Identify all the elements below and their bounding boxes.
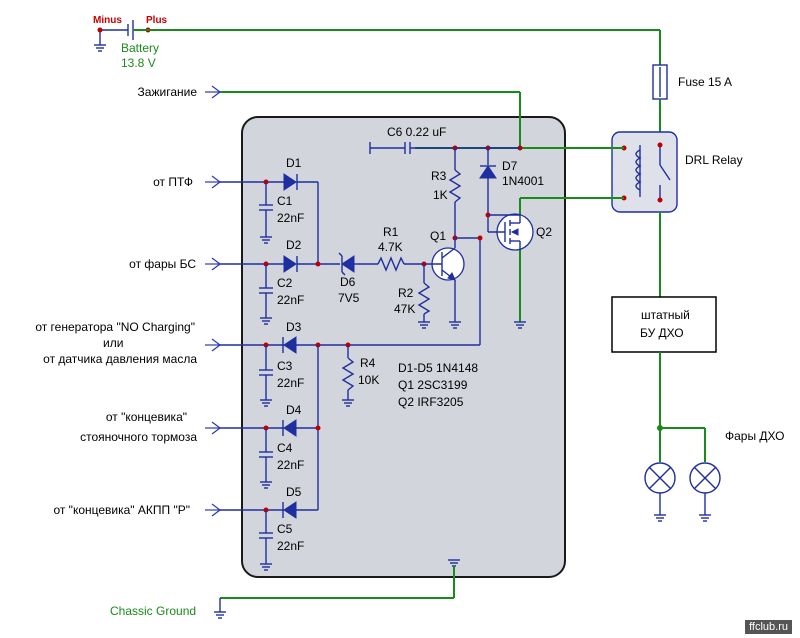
c4-label: C4 (277, 441, 293, 455)
diode-d4 (282, 419, 318, 437)
c5-value: 22nF (277, 539, 304, 553)
capacitor-c5 (259, 510, 273, 571)
lamp-icon (644, 462, 676, 522)
battery-voltage: 13.8 V (121, 56, 156, 70)
relay-coil-icon (621, 142, 671, 203)
transistor-q1 (421, 238, 465, 322)
parts-list-line3: Q2 IRF3205 (398, 395, 464, 409)
ptf-label: от ПТФ (153, 175, 193, 189)
capacitor-c2 (259, 264, 273, 325)
r1-label: R1 (383, 225, 399, 239)
d1-label: D1 (286, 156, 302, 170)
parts-list-line2: Q1 2SC3199 (398, 378, 468, 392)
d2-label: D2 (286, 238, 302, 252)
charging-input-arrow (205, 338, 221, 352)
ground-symbol (514, 321, 526, 329)
ptf-input-arrow (205, 175, 221, 189)
c3-value: 22nF (277, 376, 304, 390)
c6-label: C6 0.22 uF (387, 125, 446, 139)
headlights-label: от фары БС (129, 257, 196, 271)
drl-unit-line2: БУ ДХО (640, 326, 684, 340)
c1-label: C1 (277, 194, 293, 208)
battery-plus-label: Plus (146, 15, 168, 26)
d5-label: D5 (286, 485, 302, 499)
battery-symbol (94, 20, 151, 52)
akpp-input-arrow (205, 503, 221, 517)
r3-label: R3 (431, 169, 447, 183)
d6-value: 7V5 (338, 291, 360, 305)
r3-value: 1K (433, 188, 448, 202)
d4-label: D4 (286, 403, 302, 417)
watermark: ffclub.ru (745, 620, 792, 634)
capacitor-c4 (259, 428, 273, 489)
capacitor-c3 (259, 345, 273, 407)
charging-label-2: или (103, 336, 123, 350)
charging-label-1: от генератора "NO Charging" (35, 320, 195, 334)
lamps-label: Фары ДХО (725, 429, 785, 443)
q2-label: Q2 (536, 225, 552, 239)
headlight-input-arrow (205, 257, 221, 271)
resistor-r1 (358, 256, 424, 272)
c4-value: 22nF (277, 458, 304, 472)
mosfet-q2 (485, 212, 534, 251)
parts-list-line1: D1-D5 1N4148 (398, 361, 478, 375)
ignition-input-arrow (205, 85, 221, 99)
diode-d5 (282, 501, 318, 519)
drl-relay (611, 131, 678, 213)
diode-d1 (283, 173, 318, 191)
c5-label: C5 (277, 522, 293, 536)
ground-symbol (449, 321, 461, 329)
circuit-board (241, 116, 566, 578)
capacitor-c1 (259, 182, 273, 244)
diode-d2 (283, 255, 318, 273)
d7-type: 1N4001 (502, 174, 544, 188)
brake-label-1: от "концевика" (106, 410, 187, 424)
c1-value: 22nF (277, 211, 304, 225)
battery-minus-label: Minus (93, 15, 122, 26)
c2-value: 22nF (277, 293, 304, 307)
r4-label: R4 (360, 356, 376, 370)
brake-input-arrow (205, 421, 221, 435)
ground-label: Chassic Ground (110, 604, 196, 618)
charging-label-3: от датчика давления масла (43, 352, 197, 366)
lamp-icon (689, 462, 721, 522)
resistor-r2 (417, 264, 431, 329)
diode-d3 (282, 336, 480, 354)
r1-value: 4.7K (378, 240, 403, 254)
battery-label: Battery (121, 41, 159, 55)
r2-label: R2 (398, 286, 414, 300)
d3-label: D3 (286, 320, 302, 334)
d7-label: D7 (502, 159, 518, 173)
relay-label: DRL Relay (685, 153, 743, 167)
diode-d7 (479, 148, 497, 215)
drl-unit-line1: штатный (641, 308, 690, 322)
c2-label: C2 (277, 276, 293, 290)
resistor-r4 (341, 345, 355, 407)
q1-label: Q1 (430, 229, 446, 243)
d6-label: D6 (340, 275, 356, 289)
brake-label-2: стояночного тормоза (80, 430, 197, 444)
akpp-label: от "концевика" АКПП "P" (53, 503, 190, 517)
r2-value: 47K (394, 302, 415, 316)
drl-control-unit (611, 296, 717, 353)
fuse-label: Fuse 15 A (678, 75, 732, 89)
c3-label: C3 (277, 359, 293, 373)
ignition-label: Зажигание (138, 85, 198, 99)
zener-diode-d6 (318, 252, 358, 276)
chassis-ground-symbol (214, 559, 460, 619)
r4-value: 10K (358, 373, 379, 387)
